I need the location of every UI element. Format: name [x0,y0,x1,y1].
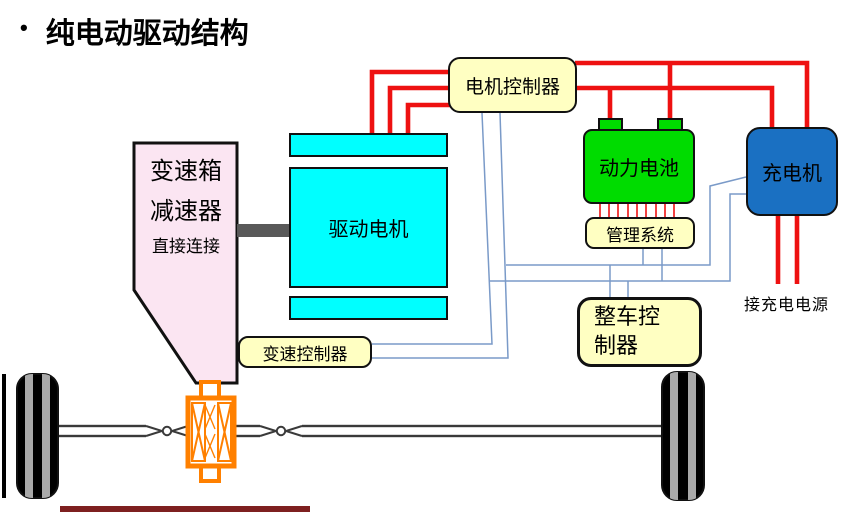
charging-source-note: 接充电电源 [744,297,830,314]
transmission-controller-box: 变速控制器 [238,336,372,368]
charger-label: 充电机 [762,163,822,185]
left-wheel [16,373,59,499]
axle [55,423,665,439]
gearbox-label-2: 减速器 [150,199,222,225]
transmission-controller-label: 变速控制器 [262,344,348,364]
vehicle-controller-box: 整车控 制器 [577,297,702,367]
page-title: • 纯电动驱动结构 [20,10,249,52]
motor-controller-box: 电机控制器 [448,57,577,113]
management-system-label: 管理系统 [606,225,674,245]
management-system-box: 管理系统 [585,217,695,249]
gearbox-label-1: 变速箱 [150,159,222,185]
battery-sense-lines [599,203,675,219]
frame-edge-mark [2,374,6,498]
bullet-icon: • [20,15,28,40]
motor-base-bar [289,296,448,320]
battery-label: 动力电池 [599,158,679,180]
drive-motor-box: 驱动电机 [289,167,448,288]
gearbox-label-group: 变速箱 减速器 直接连接 [134,152,238,262]
right-wheel [661,371,705,501]
motor-coupling [237,224,289,237]
bottom-strip [60,506,310,512]
battery-box: 动力电池 [583,129,695,204]
drive-motor-label: 驱动电机 [328,219,409,241]
cv-joint-right [259,423,303,439]
power-wiring [369,60,810,284]
cv-joint-left [145,423,189,439]
differential-unit [185,380,237,483]
title-text: 纯电动驱动结构 [45,18,249,50]
motor-controller-label: 电机控制器 [464,76,560,98]
vehicle-controller-label: 整车控 制器 [594,303,660,360]
gearbox-label-3: 直接连接 [152,237,220,256]
vehicle-controller-line2: 制器 [594,333,639,358]
charger-box: 充电机 [746,127,838,216]
motor-terminal-bar [289,133,448,157]
vehicle-controller-line1: 整车控 [594,304,661,330]
signal-wiring [372,112,747,359]
